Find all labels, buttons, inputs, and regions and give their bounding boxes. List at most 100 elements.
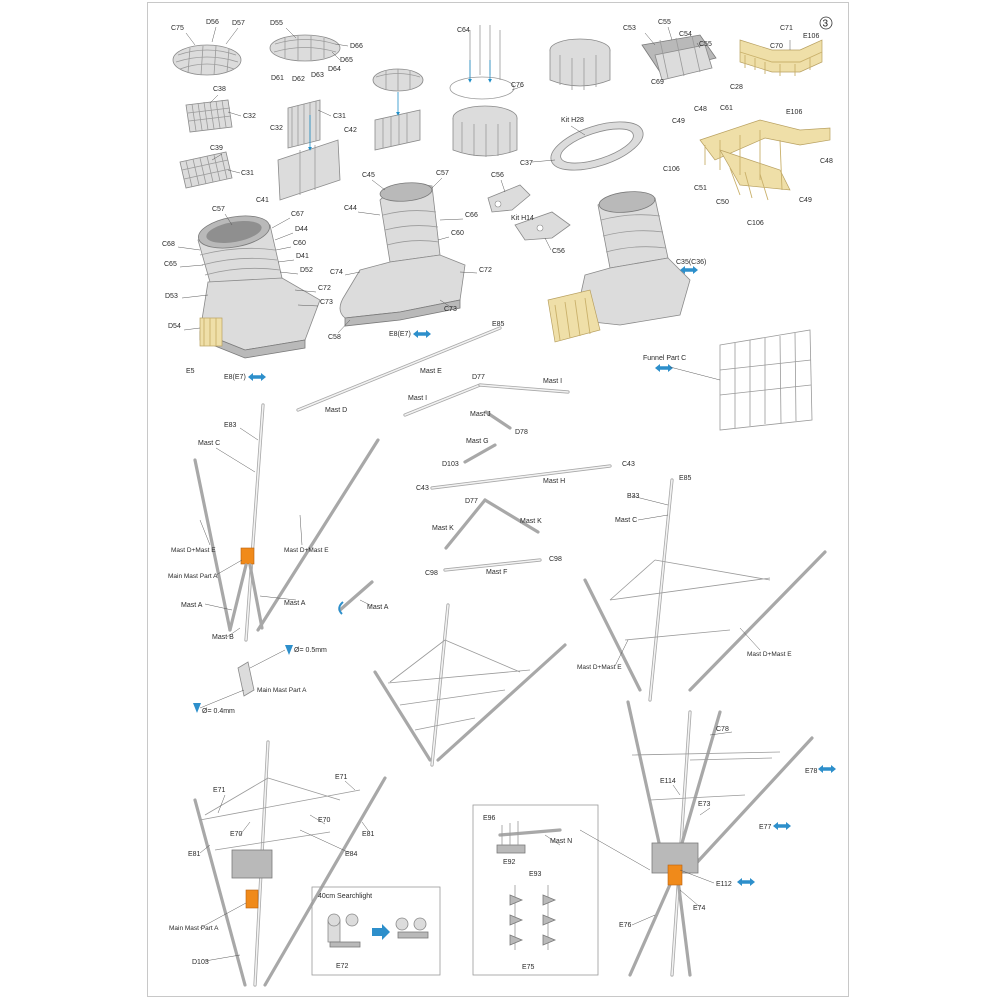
label-d54: D54 bbox=[168, 323, 181, 330]
label-c56a: C56 bbox=[491, 172, 504, 179]
label-e106a: E106 bbox=[803, 33, 819, 40]
label-mast-b: Mast B bbox=[212, 634, 234, 641]
label-c78: C78 bbox=[716, 726, 729, 733]
label-e8-e7-b: E8(E7) bbox=[389, 331, 411, 338]
label-d65: D65 bbox=[340, 57, 353, 64]
label-mast-g: Mast G bbox=[466, 438, 489, 445]
drill-bit-icon bbox=[285, 645, 293, 655]
label-mast-i-a: Mast I bbox=[543, 378, 562, 385]
label-c74: C74 bbox=[330, 269, 343, 276]
label-c64: C64 bbox=[457, 27, 470, 34]
mast-bottom-left-group bbox=[193, 740, 387, 987]
label-main-mast-part-a-1: Main Mast Part A bbox=[168, 573, 218, 580]
part-labels: C75 D56 D57 D55 D66 D65 D61 D62 D63 D64 … bbox=[162, 19, 833, 971]
label-d77a: D77 bbox=[472, 374, 485, 381]
label-e74: E74 bbox=[693, 905, 706, 912]
funnel-right-group bbox=[547, 191, 691, 343]
drill-bit-icon bbox=[193, 703, 201, 713]
label-d66: D66 bbox=[350, 43, 363, 50]
label-main-mast-part-a-3: Main Mast Part A bbox=[169, 925, 219, 932]
label-c42: C42 bbox=[344, 127, 357, 134]
label-e85a: E85 bbox=[492, 321, 505, 328]
label-c51: C51 bbox=[694, 185, 707, 192]
label-mast-e-top: Mast E bbox=[420, 368, 442, 375]
label-dia-04: Ø= 0.4mm bbox=[202, 708, 235, 715]
label-mast-k-a: Mast K bbox=[432, 525, 454, 532]
label-c44: C44 bbox=[344, 205, 357, 212]
label-c53: C53 bbox=[623, 25, 636, 32]
label-mast-d-top: Mast D bbox=[325, 407, 347, 414]
label-c72a: C72 bbox=[318, 285, 331, 292]
label-c39: C39 bbox=[210, 145, 223, 152]
label-mast-c-a: Mast C bbox=[198, 440, 220, 447]
label-e81a: E81 bbox=[188, 851, 201, 858]
label-c67: C67 bbox=[291, 211, 304, 218]
label-c48a: C48 bbox=[694, 106, 707, 113]
label-e72: E72 bbox=[336, 963, 349, 970]
label-e73: E73 bbox=[698, 801, 711, 808]
leader-lines bbox=[177, 26, 791, 962]
label-c72b: C72 bbox=[479, 267, 492, 274]
label-d57: D57 bbox=[232, 20, 245, 27]
label-c73a: C73 bbox=[320, 299, 333, 306]
label-c37: C37 bbox=[520, 160, 533, 167]
label-c65: C65 bbox=[164, 261, 177, 268]
label-d55: D55 bbox=[270, 20, 283, 27]
label-kit-h28: Kit H28 bbox=[561, 117, 584, 124]
label-c68: C68 bbox=[162, 241, 175, 248]
label-mast-a-1: Mast A bbox=[181, 602, 203, 609]
label-c98a: C98 bbox=[549, 556, 562, 563]
label-e112: E112 bbox=[716, 881, 732, 888]
label-kit-h14: Kit H14 bbox=[511, 215, 534, 222]
label-mast-j: Mast J bbox=[470, 411, 491, 418]
label-c54: C54 bbox=[679, 31, 692, 38]
label-funnel-part-c: Funnel Part C bbox=[643, 355, 686, 362]
grille-c75-group bbox=[172, 44, 242, 76]
main-mast-part-a-detail-group bbox=[193, 645, 293, 713]
label-e96: E96 bbox=[483, 815, 496, 822]
label-c28: C28 bbox=[730, 84, 743, 91]
double-arrow-icon bbox=[248, 373, 266, 381]
label-d78: D78 bbox=[515, 429, 528, 436]
tripod-right-group bbox=[583, 478, 827, 702]
label-e5: E5 bbox=[186, 368, 195, 375]
label-main-mast-part-a-2: Main Mast Part A bbox=[257, 687, 307, 694]
label-c60a: C60 bbox=[293, 240, 306, 247]
label-d56: D56 bbox=[206, 19, 219, 26]
label-mast-n: Mast N bbox=[550, 838, 572, 845]
label-e75: E75 bbox=[522, 964, 535, 971]
brass-walkway-c48-group bbox=[699, 119, 831, 201]
label-c35-c36: C35(C36) bbox=[676, 259, 706, 266]
double-arrow-icon bbox=[818, 765, 836, 773]
label-c32a: C32 bbox=[243, 113, 256, 120]
brass-railing-c71-group bbox=[739, 39, 823, 76]
tripod-center-group bbox=[373, 603, 567, 767]
funnel-left-group bbox=[197, 215, 321, 359]
label-c50: C50 bbox=[716, 199, 729, 206]
frame-c32-group bbox=[277, 99, 341, 201]
label-e70b: E70 bbox=[318, 817, 331, 824]
label-d63: D63 bbox=[311, 72, 324, 79]
label-d103b: D103 bbox=[192, 959, 209, 966]
label-d62: D62 bbox=[292, 76, 305, 83]
kit-h14-bracket-group bbox=[487, 184, 571, 241]
label-searchlight: 40cm Searchlight bbox=[318, 893, 372, 900]
label-e78: E78 bbox=[805, 768, 818, 775]
label-e77: E77 bbox=[759, 824, 772, 831]
funnel-part-c-frame-group bbox=[719, 329, 813, 431]
label-d41: D41 bbox=[296, 253, 309, 260]
label-e8-e7-a: E8(E7) bbox=[224, 374, 246, 381]
label-d44: D44 bbox=[295, 226, 308, 233]
mast-bottom-right-group bbox=[626, 700, 814, 977]
label-c48b: C48 bbox=[820, 158, 833, 165]
label-c41: C41 bbox=[256, 197, 269, 204]
label-mast-c-b: Mast C bbox=[615, 517, 637, 524]
label-e76: E76 bbox=[619, 922, 632, 929]
searchlight-box-group bbox=[311, 886, 441, 976]
label-c71: C71 bbox=[780, 25, 793, 32]
grille-c39-group bbox=[179, 151, 233, 189]
label-c58: C58 bbox=[328, 334, 341, 341]
funnel-mid-group bbox=[339, 182, 466, 327]
label-c57b: C57 bbox=[436, 170, 449, 177]
